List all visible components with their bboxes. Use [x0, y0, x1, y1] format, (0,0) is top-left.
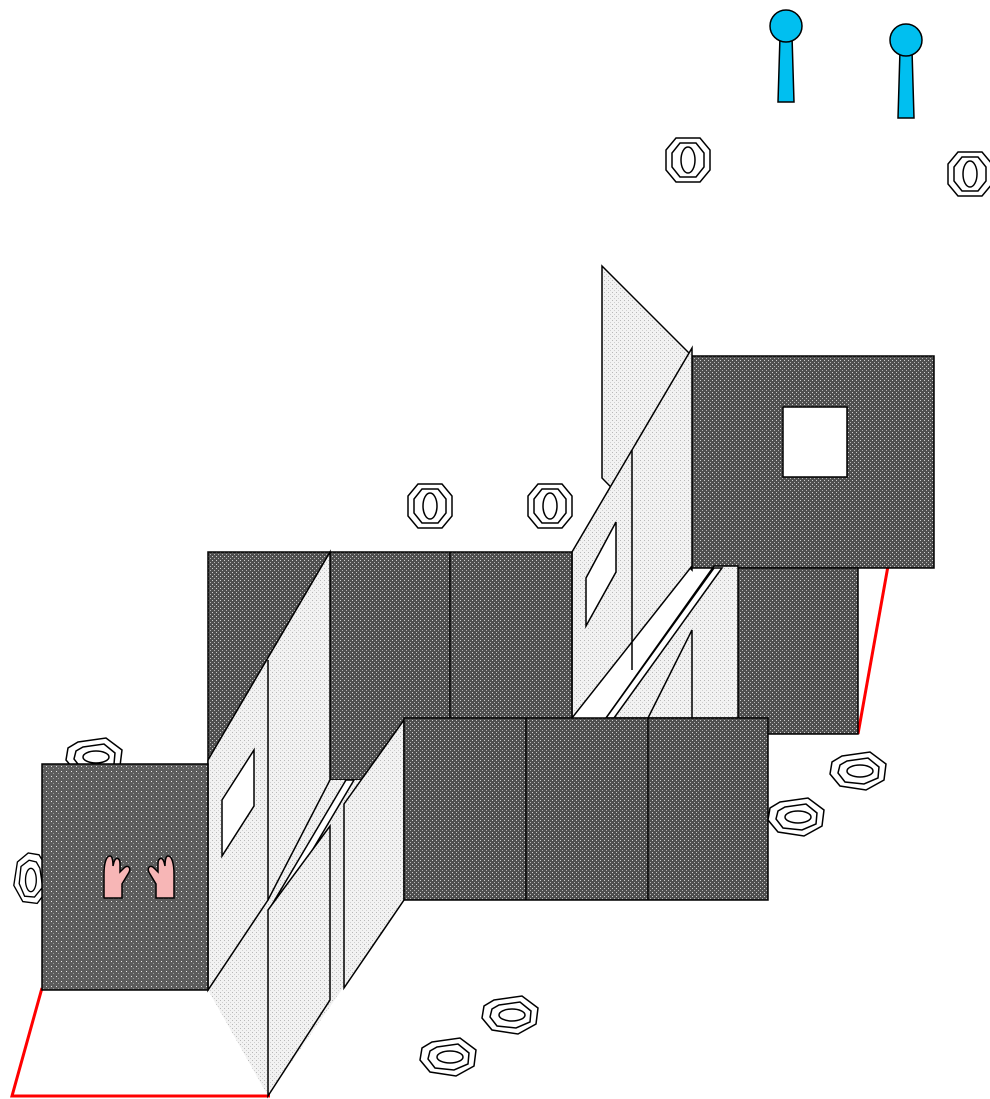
octagon-ripple-icon — [829, 751, 887, 791]
octagon-ripple-icon — [407, 483, 453, 529]
pin-marker-icon — [889, 23, 923, 119]
octagon-ripple-icon — [947, 151, 990, 197]
floor-boundary-right — [856, 565, 890, 735]
partition-panel-lower-a — [267, 823, 331, 1099]
hand-icon — [147, 855, 175, 899]
octagon-ripple-icon — [419, 1037, 477, 1077]
octagon-ripple-icon — [665, 137, 711, 183]
window-corridor-upper — [585, 521, 617, 629]
wall-front-right — [403, 717, 769, 901]
window-corridor-left — [221, 747, 255, 859]
floor-boundary-left — [10, 987, 270, 1098]
octagon-ripple-icon — [481, 995, 539, 1035]
window-top-room — [782, 406, 848, 478]
hand-icon — [103, 855, 131, 899]
wall-right-lower — [737, 567, 859, 735]
octagon-ripple-icon — [527, 483, 573, 529]
octagon-ripple-icon — [767, 797, 825, 837]
pin-marker-icon — [769, 9, 803, 103]
